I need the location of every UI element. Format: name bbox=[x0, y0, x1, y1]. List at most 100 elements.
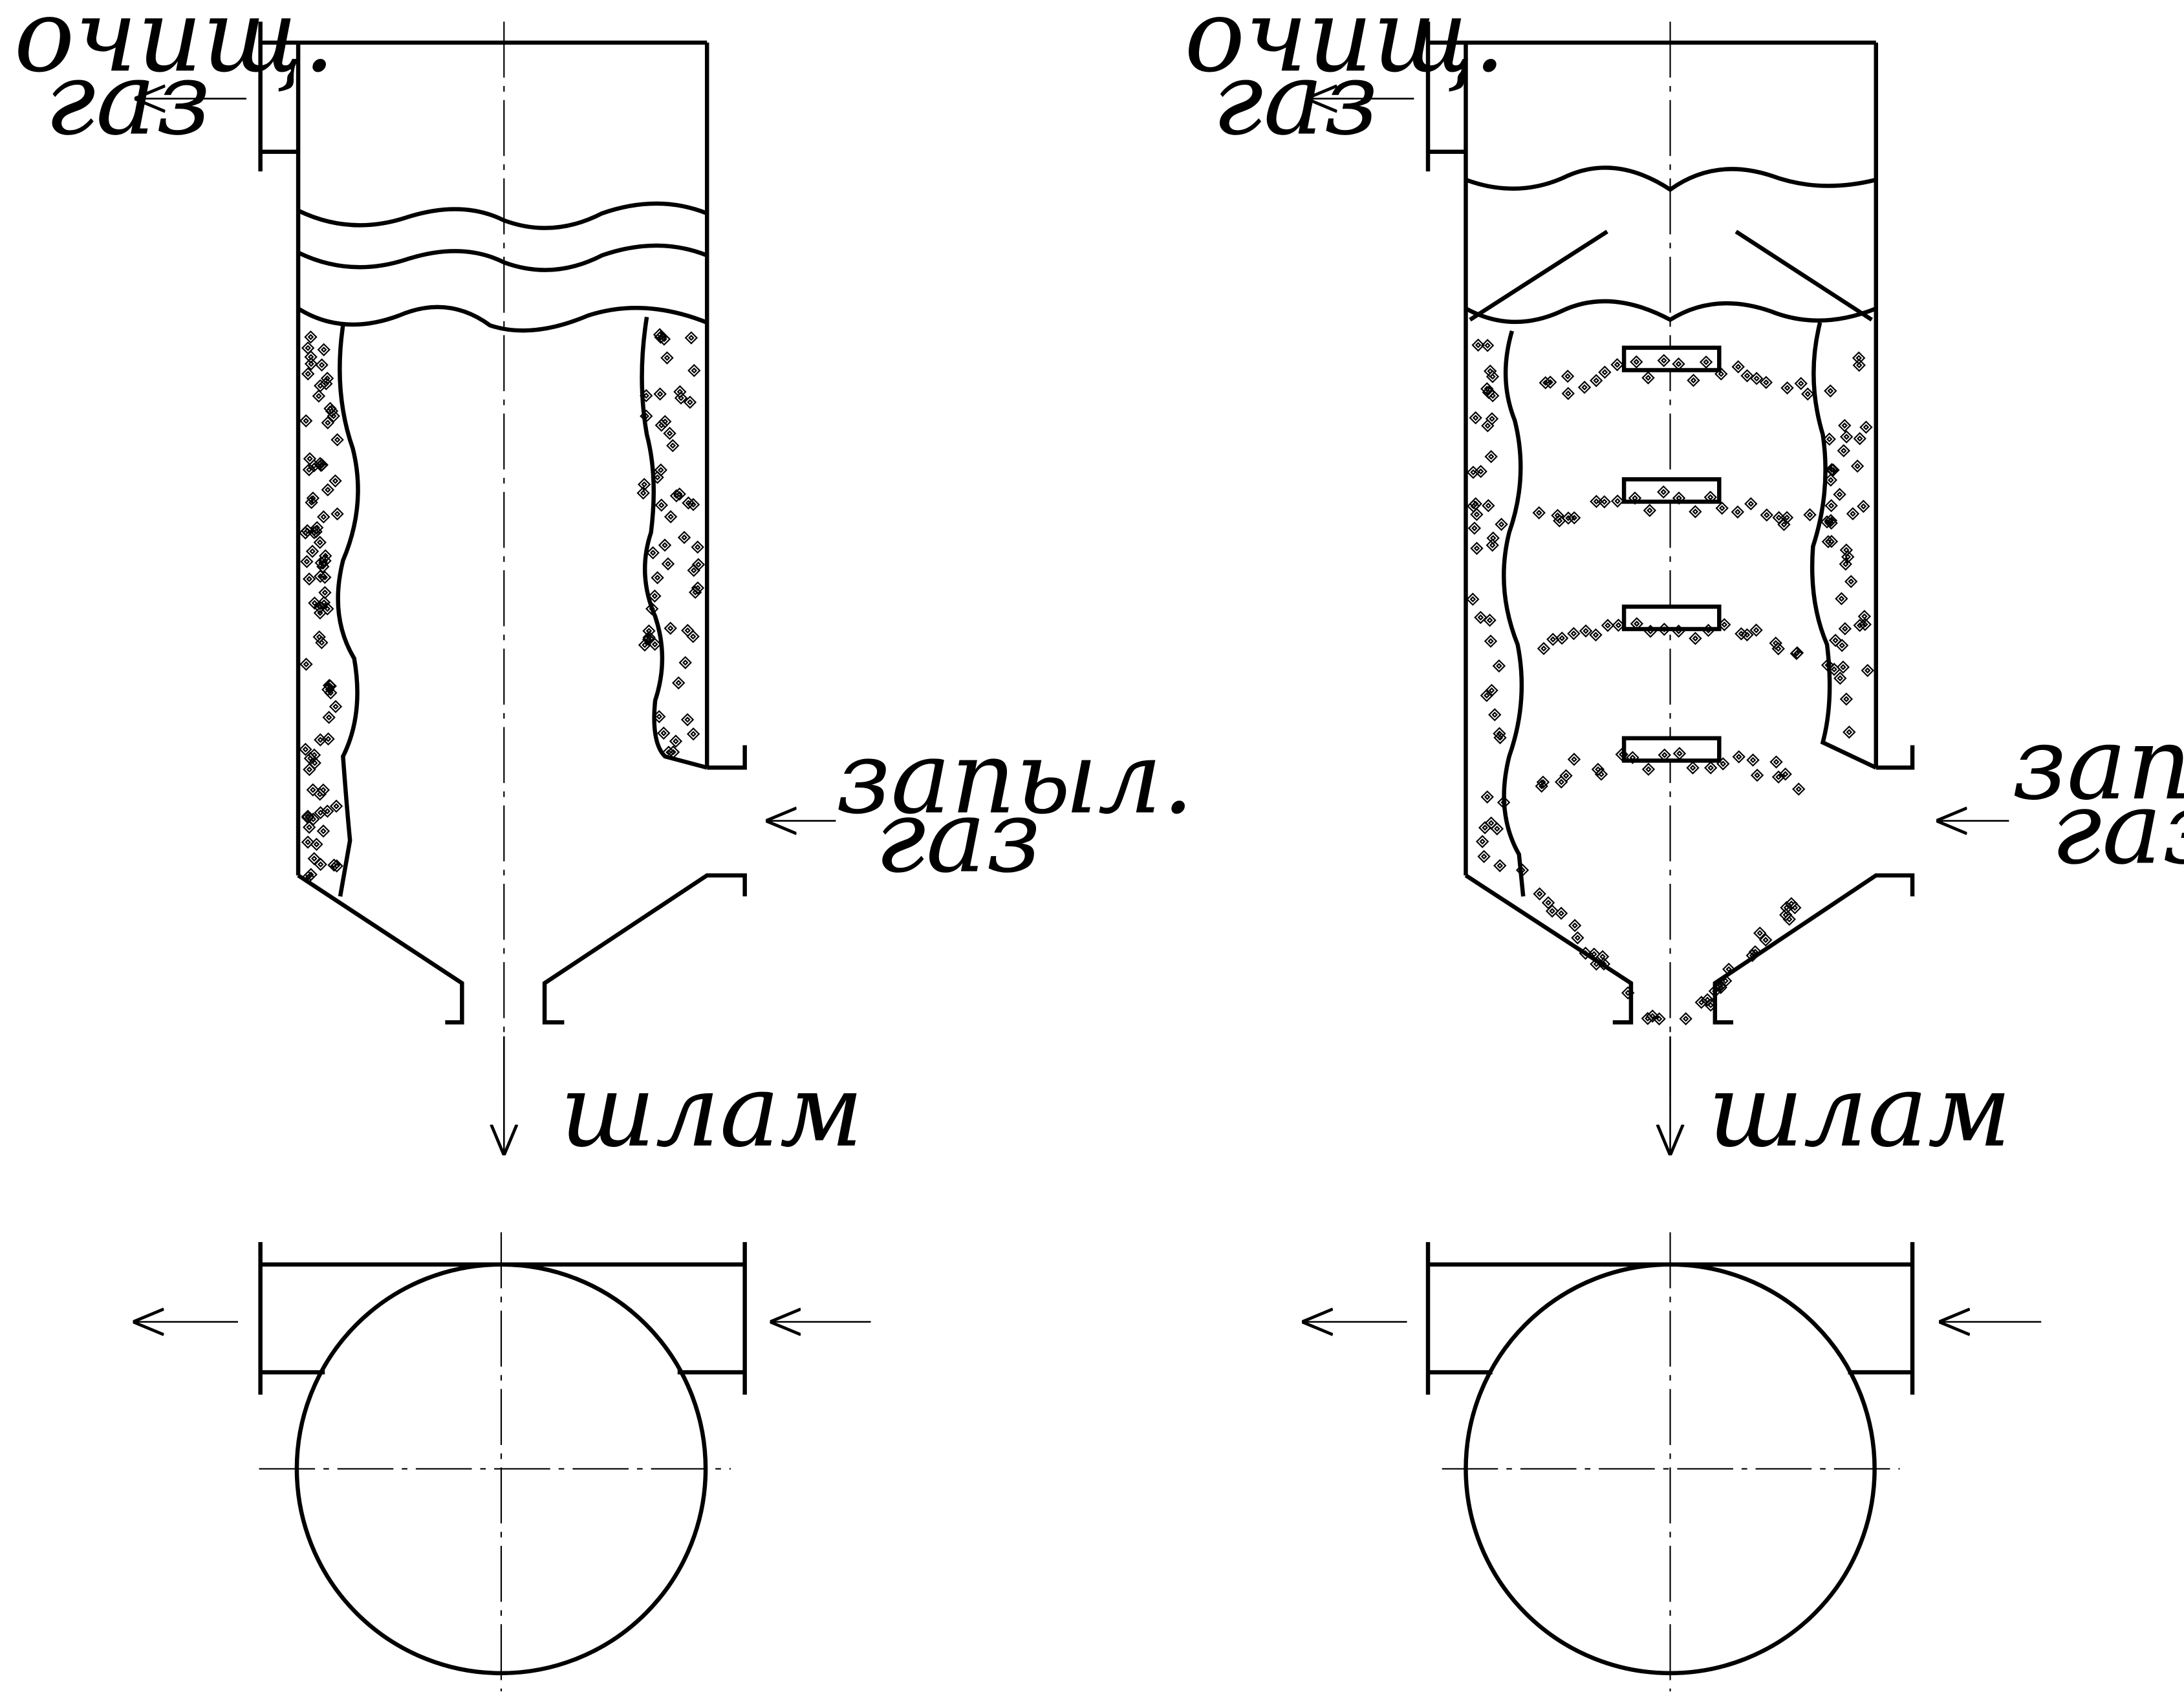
droplet-icon bbox=[1555, 631, 1569, 645]
droplet-icon bbox=[1759, 376, 1773, 389]
droplet-icon bbox=[1769, 755, 1783, 769]
droplet-icon bbox=[1488, 708, 1502, 722]
droplet-icon bbox=[1703, 490, 1717, 504]
droplet-icon bbox=[302, 572, 316, 586]
droplet-icon bbox=[1839, 543, 1854, 557]
droplet-icon bbox=[1652, 1012, 1666, 1026]
right-inlet-upper-flange bbox=[1876, 745, 1915, 770]
droplet-icon bbox=[1861, 663, 1874, 678]
right-film-boundary-left bbox=[1502, 330, 1526, 897]
right-spray-nozzle-3 bbox=[1621, 605, 1722, 632]
droplet-icon bbox=[1824, 473, 1837, 487]
droplet-icon bbox=[1753, 926, 1767, 940]
droplet-icon bbox=[315, 358, 329, 372]
droplet-icon bbox=[661, 557, 675, 571]
droplet-icon bbox=[1515, 863, 1530, 877]
droplet-icon bbox=[318, 586, 332, 599]
droplet-icon bbox=[1492, 659, 1506, 673]
droplet-icon bbox=[1567, 753, 1581, 766]
right-break-line-1 bbox=[1465, 166, 1877, 193]
droplet-icon bbox=[683, 395, 697, 409]
droplet-icon bbox=[1699, 355, 1713, 369]
droplet-icon bbox=[1484, 634, 1498, 648]
droplet-icon bbox=[1702, 623, 1715, 637]
droplet-icon bbox=[1838, 622, 1852, 636]
droplet-icon bbox=[329, 700, 343, 714]
droplet-icon bbox=[678, 656, 692, 670]
droplet-icon bbox=[1732, 750, 1746, 764]
droplet-icon bbox=[1689, 505, 1702, 519]
droplet-icon bbox=[1779, 908, 1793, 922]
droplet-icon bbox=[1833, 487, 1846, 501]
droplet-icon bbox=[1672, 624, 1685, 638]
droplet-icon bbox=[1715, 501, 1729, 515]
droplet-icon bbox=[1597, 495, 1611, 509]
droplet-icon bbox=[636, 486, 650, 500]
droplet-icon bbox=[1480, 382, 1494, 396]
droplet-icon bbox=[1481, 419, 1495, 433]
left-break-line-1 bbox=[297, 201, 708, 230]
droplet-icon bbox=[1577, 380, 1592, 394]
droplet-icon bbox=[1731, 505, 1745, 519]
right-inlet-label-1: запыл. bbox=[2012, 705, 2184, 822]
droplet-icon bbox=[1835, 639, 1849, 652]
droplet-icon bbox=[299, 742, 312, 756]
droplet-icon bbox=[1568, 919, 1582, 932]
droplet-icon bbox=[1740, 369, 1754, 383]
droplet-icon bbox=[300, 555, 314, 568]
droplet-icon bbox=[1836, 660, 1850, 674]
droplet-icon bbox=[1551, 509, 1564, 522]
droplet-icon bbox=[322, 678, 336, 692]
droplet-icon bbox=[653, 710, 666, 723]
droplet-icon bbox=[1536, 775, 1550, 789]
droplet-icon bbox=[1803, 508, 1817, 522]
droplet-icon bbox=[1466, 592, 1480, 606]
right-deflector-right bbox=[1735, 230, 1874, 322]
droplet-icon bbox=[307, 851, 321, 866]
droplet-icon bbox=[1493, 859, 1507, 873]
left-break-line-2 bbox=[297, 243, 708, 272]
right-droplets bbox=[1466, 338, 1874, 1026]
droplet-icon bbox=[1658, 748, 1671, 762]
droplet-icon bbox=[1822, 433, 1836, 446]
droplet-icon bbox=[306, 783, 320, 797]
droplet-icon bbox=[1746, 753, 1760, 767]
droplet-icon bbox=[1471, 338, 1485, 352]
droplet-icon bbox=[1722, 962, 1736, 976]
right-break-line-2 bbox=[1464, 299, 1877, 325]
droplet-icon bbox=[305, 496, 318, 509]
droplet-icon bbox=[1495, 517, 1508, 531]
droplet-icon bbox=[1824, 384, 1837, 398]
droplet-icon bbox=[1601, 619, 1615, 632]
droplet-icon bbox=[1484, 450, 1498, 464]
left-inlet-label-1: запыл. bbox=[836, 719, 1194, 837]
droplet-icon bbox=[1825, 463, 1839, 477]
droplet-icon bbox=[674, 391, 688, 405]
droplet-icon bbox=[316, 783, 330, 797]
droplet-icon bbox=[1777, 518, 1791, 531]
droplet-icon bbox=[1731, 360, 1745, 374]
droplet-icon bbox=[1490, 822, 1504, 836]
droplet-icon bbox=[1843, 725, 1856, 739]
droplet-icon bbox=[1716, 757, 1730, 771]
droplet-icon bbox=[1708, 984, 1722, 998]
droplet-icon bbox=[672, 676, 686, 690]
droplet-icon bbox=[301, 835, 315, 849]
droplet-icon bbox=[1758, 933, 1773, 947]
droplet-icon bbox=[1561, 387, 1575, 400]
droplet-icon bbox=[1630, 355, 1643, 369]
droplet-icon bbox=[319, 377, 333, 391]
droplet-icon bbox=[677, 531, 691, 544]
droplet-icon bbox=[318, 570, 332, 584]
droplet-icon bbox=[1643, 625, 1658, 638]
right-scrubber-side-view: очищ. газ запыл. газ шлам bbox=[1184, 0, 2184, 1170]
droplet-icon bbox=[664, 510, 678, 524]
droplet-icon bbox=[1780, 901, 1793, 915]
droplet-icon bbox=[1744, 497, 1758, 511]
droplet-icon bbox=[1484, 816, 1498, 830]
droplet-icon bbox=[1612, 618, 1625, 632]
droplet-icon bbox=[317, 510, 330, 524]
droplet-icon bbox=[1466, 466, 1480, 479]
droplet-icon bbox=[1853, 432, 1866, 445]
droplet-icon bbox=[307, 526, 321, 540]
